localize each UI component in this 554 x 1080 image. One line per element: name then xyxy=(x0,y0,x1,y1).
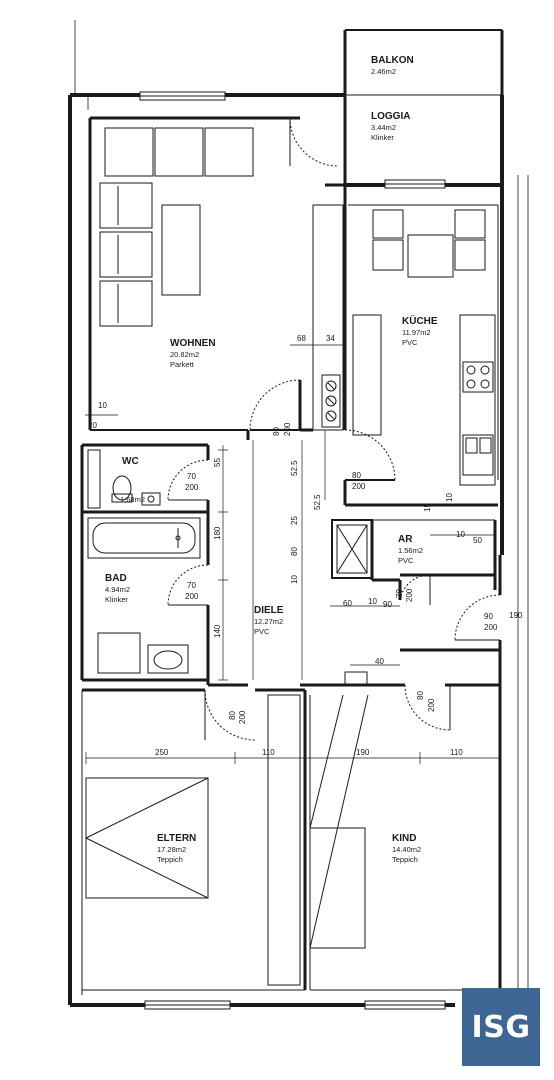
balkon-area: 2.46m2 xyxy=(371,67,396,76)
diele-walls xyxy=(206,380,340,687)
wohnen-floor: Parkett xyxy=(170,360,195,369)
wohnen-walls xyxy=(88,116,345,431)
window-bottom-kind xyxy=(364,1000,446,1010)
dim-label: 250 xyxy=(155,748,169,757)
dim-label: 110 xyxy=(262,748,275,757)
bad-furniture xyxy=(87,517,201,674)
eltern-name: ELTERN xyxy=(157,833,196,844)
kueche-furniture xyxy=(352,209,496,486)
dim-label: 40 xyxy=(375,657,384,666)
diele-area: 12.27m2 xyxy=(254,617,283,626)
bad-walls xyxy=(82,512,210,682)
dim-label: 68 xyxy=(297,334,306,343)
loggia-area: 3.44m2 xyxy=(371,123,396,132)
eltern-walls xyxy=(81,688,307,995)
dim-label: 10 xyxy=(445,493,454,502)
kind-furniture xyxy=(309,671,369,949)
dim-label: 110 xyxy=(450,748,463,757)
dim-label: 140 xyxy=(213,624,222,638)
wc-area: 1.68m2 xyxy=(120,495,145,504)
dim-label: 200 xyxy=(283,422,292,436)
wc-name: WC xyxy=(122,456,139,467)
dim-label: 200 xyxy=(484,623,498,632)
bad-name: BAD xyxy=(105,573,127,584)
bad-area: 4.94m2 xyxy=(105,585,130,594)
kitchen-column xyxy=(312,204,344,431)
kind-floor: Teppich xyxy=(392,855,418,864)
dim-label: 200 xyxy=(405,588,414,602)
room-labels: BALKON 2.46m2 LOGGIA 3.44m2 Klinker WOHN… xyxy=(105,55,438,864)
ar-area: 1.56m2 xyxy=(398,546,423,555)
loggia-name: LOGGIA xyxy=(371,111,410,122)
window-bottom-eltern xyxy=(144,1000,231,1010)
bad-floor: Klinker xyxy=(105,595,128,604)
ar-walls xyxy=(370,519,497,600)
wc-furniture xyxy=(87,449,161,509)
wc-walls xyxy=(80,443,210,680)
ar-name: AR xyxy=(398,534,413,545)
dim-label: 52.5 xyxy=(290,460,299,476)
kueche-name: KÜCHE xyxy=(402,314,438,327)
dim-label: 15 xyxy=(423,503,432,512)
diele-name: DIELE xyxy=(254,605,284,616)
window-top-wohnen xyxy=(139,91,226,101)
eltern-area: 17.28m2 xyxy=(157,845,186,854)
dim-label: 10 xyxy=(368,597,377,606)
dim-label: 200 xyxy=(427,698,436,712)
wohnen-area: 20.82m2 xyxy=(170,350,199,359)
dim-label: 200 xyxy=(185,483,199,492)
loggia-floor: Klinker xyxy=(371,133,394,142)
wohnen-furniture xyxy=(99,127,254,327)
dim-label: 80 xyxy=(272,427,281,436)
dim-label: 70 xyxy=(187,581,196,590)
dim-label: 70 xyxy=(395,589,404,598)
dim-label: 80 xyxy=(228,711,237,720)
dim-label: 10 xyxy=(98,401,107,410)
dim-label: 190 xyxy=(509,611,523,620)
dim-label: 90 xyxy=(383,600,392,609)
dim-label: 34 xyxy=(326,334,335,343)
dim-label: 200 xyxy=(238,710,247,724)
kueche-area: 11.97m2 xyxy=(402,328,431,337)
dim-label: 200 xyxy=(352,482,366,491)
dimension-labels: 10 20 68 34 80 200 52.5 52.5 80 200 15 1… xyxy=(88,334,523,757)
balkon-name: BALKON xyxy=(371,55,414,66)
kueche-walls xyxy=(348,204,499,480)
diele-floor: PVC xyxy=(254,627,270,636)
eltern-floor: Teppich xyxy=(157,855,183,864)
kind-name: KIND xyxy=(392,833,416,844)
dim-label: 25 xyxy=(290,516,299,525)
dim-label: 20 xyxy=(88,421,97,430)
dim-label: 10 xyxy=(290,575,299,584)
wohnen-name: WOHNEN xyxy=(170,338,216,349)
isg-logo: ISG xyxy=(462,988,540,1066)
logo-text: ISG xyxy=(471,1009,531,1045)
dimension-lines xyxy=(85,344,501,764)
eltern-furniture xyxy=(85,694,301,986)
dim-label: 90 xyxy=(484,612,493,621)
kind-area: 14.40m2 xyxy=(392,845,421,854)
shaft xyxy=(331,519,373,579)
dim-label: 70 xyxy=(187,472,196,481)
dim-label: 80 xyxy=(290,547,299,556)
dim-label: 52.5 xyxy=(313,494,322,510)
dim-label: 10 xyxy=(456,530,465,539)
dim-label: 80 xyxy=(416,691,425,700)
ar-floor: PVC xyxy=(398,556,414,565)
dim-label: 50 xyxy=(473,536,482,545)
dim-label: 190 xyxy=(356,748,370,757)
dim-label: 60 xyxy=(343,599,352,608)
kueche-floor: PVC xyxy=(402,338,418,347)
dim-label: 80 xyxy=(352,471,361,480)
balkon-outline xyxy=(343,29,504,189)
dim-label: 55 xyxy=(213,458,222,467)
dim-label: 200 xyxy=(185,592,199,601)
dim-label: 180 xyxy=(213,526,222,540)
